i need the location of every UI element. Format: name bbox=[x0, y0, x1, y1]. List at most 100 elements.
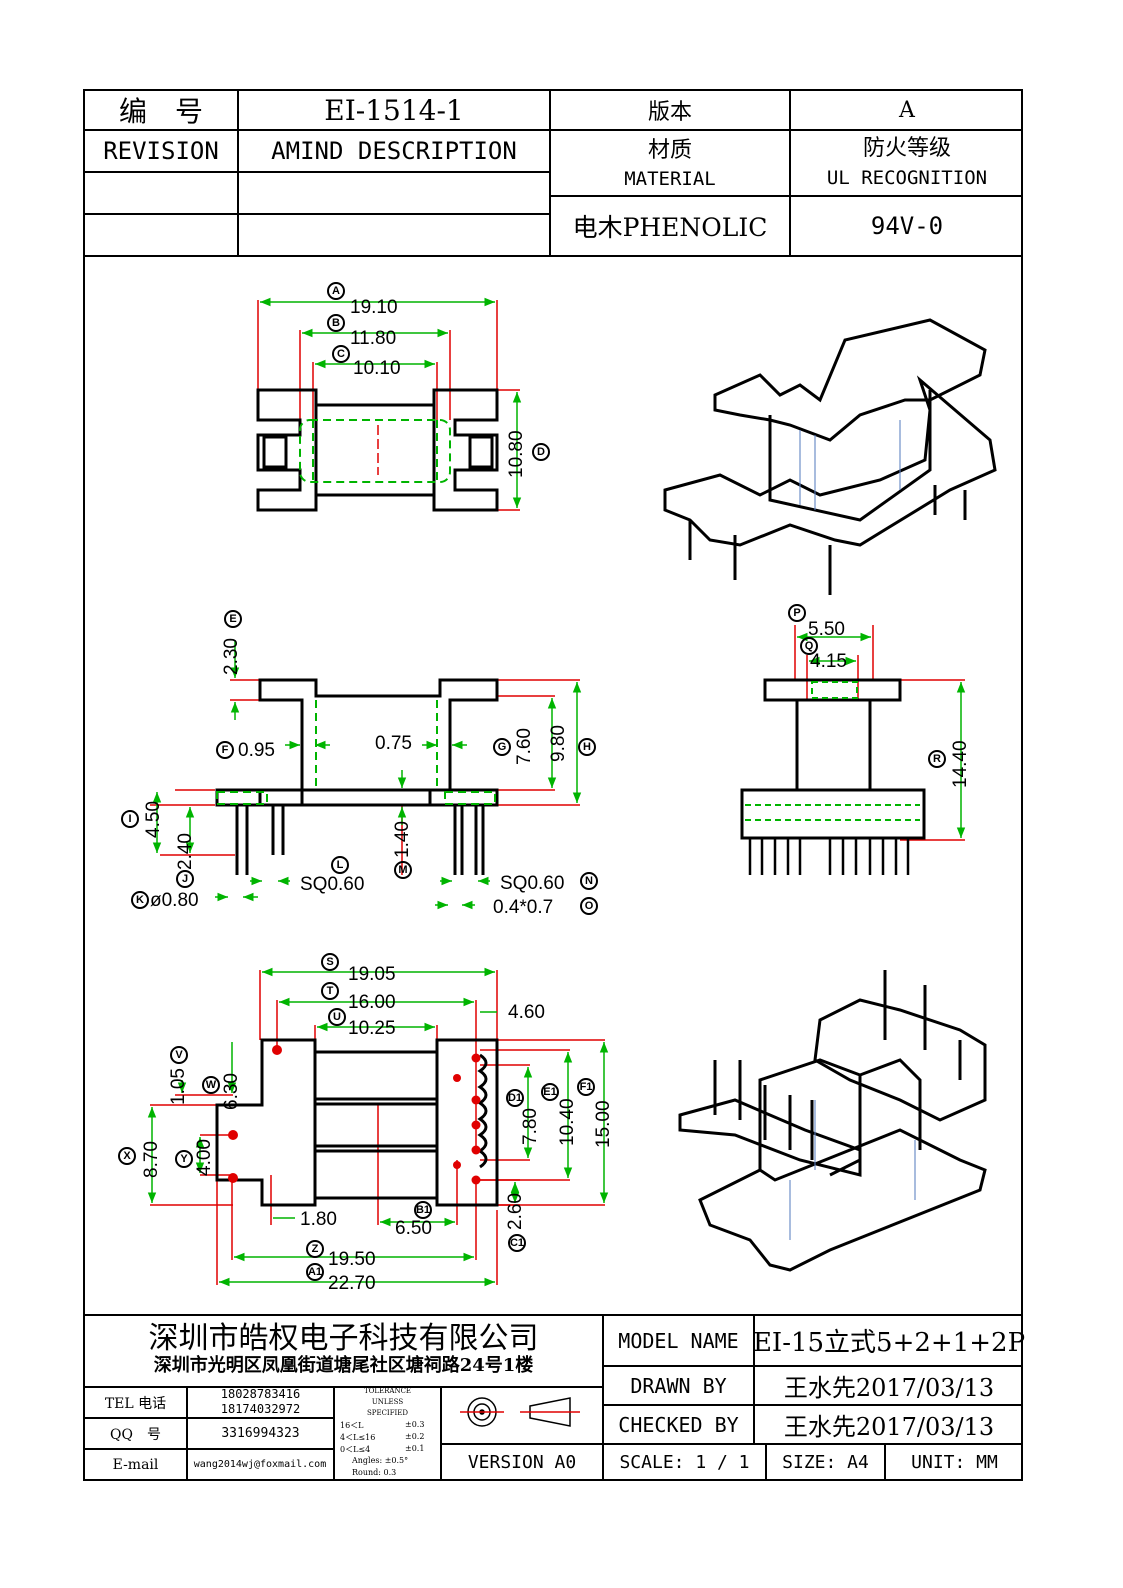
header-divider bbox=[83, 255, 1023, 257]
material-label-en: MATERIAL bbox=[624, 168, 716, 190]
dim-label-z: 19.50 bbox=[328, 1249, 376, 1270]
top-view-outline bbox=[256, 388, 499, 512]
drawn-by-label: DRAWN BY bbox=[630, 1373, 727, 1398]
side-view-outline bbox=[740, 678, 926, 840]
drawing-frame bbox=[83, 89, 1023, 1481]
header-divider bbox=[83, 213, 549, 215]
revision-label: REVISION bbox=[103, 137, 219, 165]
tolerance-range: 0＜L≤4 bbox=[340, 1445, 371, 1454]
callout-bubble: Y bbox=[175, 1150, 193, 1168]
tel-number-2: 18174032972 bbox=[220, 1402, 301, 1416]
dim-label-a1: 22.70 bbox=[328, 1273, 376, 1294]
callout-bubble: J bbox=[176, 870, 194, 888]
callout-bubble: V bbox=[170, 1046, 188, 1064]
header-divider bbox=[83, 171, 549, 173]
dim-label-c: 10.10 bbox=[353, 358, 401, 379]
callout-bubble: E bbox=[224, 610, 242, 628]
callout-bubble: A bbox=[327, 282, 345, 300]
checked-by-label: CHECKED BY bbox=[618, 1412, 739, 1437]
dim-label-m: 1.40 bbox=[392, 821, 413, 858]
bottom-view bbox=[147, 967, 609, 1287]
ul-label-cn: 防火等级 bbox=[862, 136, 951, 161]
title-block-divider bbox=[602, 1443, 1023, 1445]
callout-bubble: E1 bbox=[541, 1083, 559, 1101]
tolerance-round: Round: 0.3 bbox=[352, 1468, 397, 1477]
callout-bubble: C bbox=[332, 345, 350, 363]
front-view-reference-lines bbox=[150, 679, 580, 875]
side-view bbox=[740, 625, 966, 875]
email-label: E-mail bbox=[112, 1456, 159, 1473]
tolerance-title: TOLERANCE bbox=[363, 1387, 412, 1395]
dim-label-h: 9.80 bbox=[548, 725, 569, 762]
callout-bubble: Z bbox=[306, 1240, 324, 1258]
front-view bbox=[150, 640, 582, 910]
header-divider bbox=[549, 89, 551, 256]
tolerance-range: 4＜L≤16 bbox=[340, 1433, 376, 1442]
checked-by-value: 王水先2017/03/13 bbox=[783, 1413, 995, 1441]
tolerance-value: ±0.2 bbox=[405, 1432, 425, 1441]
title-block-divider bbox=[602, 1404, 1023, 1406]
isometric-view-bottom bbox=[678, 970, 987, 1272]
material-label-cn: 材质 bbox=[647, 138, 692, 163]
title-block-divider bbox=[83, 1314, 1023, 1316]
callout-bubble: Q bbox=[800, 637, 818, 655]
title-block-divider bbox=[602, 1314, 604, 1481]
part-number: EI-1514-1 bbox=[324, 93, 464, 127]
callout-bubble: U bbox=[328, 1008, 346, 1026]
dim-label-b: 11.80 bbox=[350, 328, 397, 349]
dim-label-d: 10.80 bbox=[506, 430, 527, 478]
title-block-divider bbox=[83, 1417, 333, 1419]
dim-label-p: 5.50 bbox=[808, 619, 845, 640]
callout-bubble: G bbox=[493, 738, 511, 756]
dim-label-o: 0.4*0.7 bbox=[493, 897, 554, 918]
tolerance-angles: Angles: ±0.5° bbox=[352, 1456, 409, 1465]
front-view-outline bbox=[215, 678, 499, 875]
dim-label-e1: 10.40 bbox=[557, 1098, 578, 1146]
title-block-divider bbox=[753, 1314, 755, 1443]
dim-label-center: 0.75 bbox=[375, 733, 412, 754]
callout-bubble: F bbox=[216, 741, 234, 759]
dim-label-l: SQ0.60 bbox=[300, 874, 365, 895]
tolerance-title: UNLESS bbox=[371, 1398, 404, 1406]
title-block-divider bbox=[440, 1386, 442, 1481]
bottom-view-outline bbox=[215, 1038, 499, 1207]
top-view-reference-lines bbox=[257, 300, 520, 511]
qq-label: QQ 号 bbox=[110, 1426, 161, 1443]
dim-label-v: 1.05 bbox=[168, 1068, 189, 1105]
header-divider bbox=[789, 89, 791, 256]
callout-bubble: X bbox=[118, 1147, 136, 1165]
drawn-by-value: 王水先2017/03/13 bbox=[783, 1374, 995, 1402]
dim-label-small: 1.80 bbox=[300, 1209, 337, 1230]
callout-bubble: F1 bbox=[577, 1078, 595, 1096]
tolerance-value: ±0.1 bbox=[405, 1444, 425, 1453]
dim-label-w: 6.30 bbox=[221, 1073, 242, 1110]
dim-label-x: 8.70 bbox=[141, 1141, 162, 1178]
number-label: 编 号 bbox=[118, 95, 203, 128]
tolerance-range: 16＜L bbox=[340, 1421, 364, 1430]
dim-label-c1: 2.60 bbox=[505, 1193, 526, 1230]
title-block-divider bbox=[440, 1443, 602, 1445]
company-address: 深圳市光明区凤凰街道塘尾社区塘祠路24号1楼 bbox=[153, 1355, 534, 1376]
callout-bubble: N bbox=[580, 872, 598, 890]
header-divider bbox=[549, 195, 1023, 197]
callout-bubble: A1 bbox=[306, 1263, 324, 1281]
title-block-divider bbox=[83, 1386, 602, 1388]
version-number: VERSION A0 bbox=[467, 1451, 577, 1473]
callout-bubble: D1 bbox=[506, 1089, 524, 1107]
dim-label-q: 4.15 bbox=[810, 651, 847, 672]
callout-bubble: I bbox=[121, 810, 139, 828]
material-value: 电木PHENOLIC bbox=[572, 213, 768, 242]
callout-bubble: D bbox=[532, 443, 550, 461]
title-block-divider bbox=[884, 1443, 886, 1481]
callout-bubble: W bbox=[202, 1076, 220, 1094]
isometric-view-top bbox=[663, 318, 997, 595]
title-block-divider bbox=[186, 1386, 188, 1481]
callout-bubble: B bbox=[327, 314, 345, 332]
callout-bubble: H bbox=[578, 738, 596, 756]
dim-label-u: 10.25 bbox=[348, 1018, 396, 1039]
dim-label-e: 2.30 bbox=[221, 638, 242, 675]
dim-label-g: 7.60 bbox=[514, 728, 535, 765]
dim-label-i: 4.50 bbox=[143, 801, 164, 838]
callout-bubble: C1 bbox=[508, 1234, 526, 1252]
